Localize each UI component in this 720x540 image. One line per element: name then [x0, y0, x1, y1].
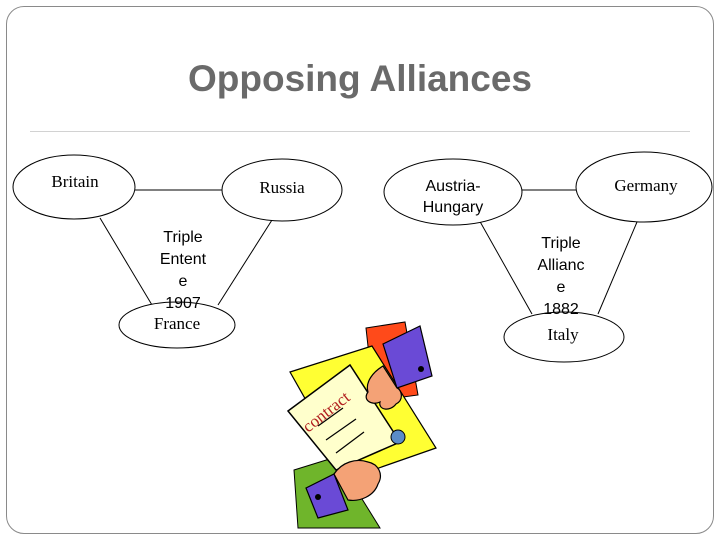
triple-alliance-label: Triple Allianc e 1882 [519, 233, 603, 321]
node-italy-label: Italy [518, 325, 608, 345]
contract-handshake-clipart: contract [288, 322, 436, 528]
cuff-button [315, 494, 321, 500]
link-russia-france [218, 220, 272, 305]
link-germany-italy [598, 222, 637, 314]
node-germany-label: Germany [596, 176, 696, 196]
triple-entente-label: Triple Entent e 1907 [141, 227, 225, 315]
contract-seal [391, 430, 405, 444]
node-russia-label: Russia [237, 178, 327, 198]
node-france-label: France [132, 314, 222, 334]
entente-line-1: Triple [141, 227, 225, 249]
entente-line-3: e [141, 271, 225, 293]
cuff-button [418, 366, 424, 372]
entente-line-4: 1907 [141, 293, 225, 315]
alliance-line-1: Triple [519, 233, 603, 255]
austria-line-1: Austria- [398, 176, 508, 197]
node-austria-hungary-label: Austria- Hungary [398, 176, 508, 218]
alliance-line-4: 1882 [519, 299, 603, 321]
alliance-line-2: Allianc [519, 255, 603, 277]
node-britain-label: Britain [30, 172, 120, 192]
alliance-line-3: e [519, 277, 603, 299]
austria-line-2: Hungary [398, 197, 508, 218]
entente-line-2: Entent [141, 249, 225, 271]
